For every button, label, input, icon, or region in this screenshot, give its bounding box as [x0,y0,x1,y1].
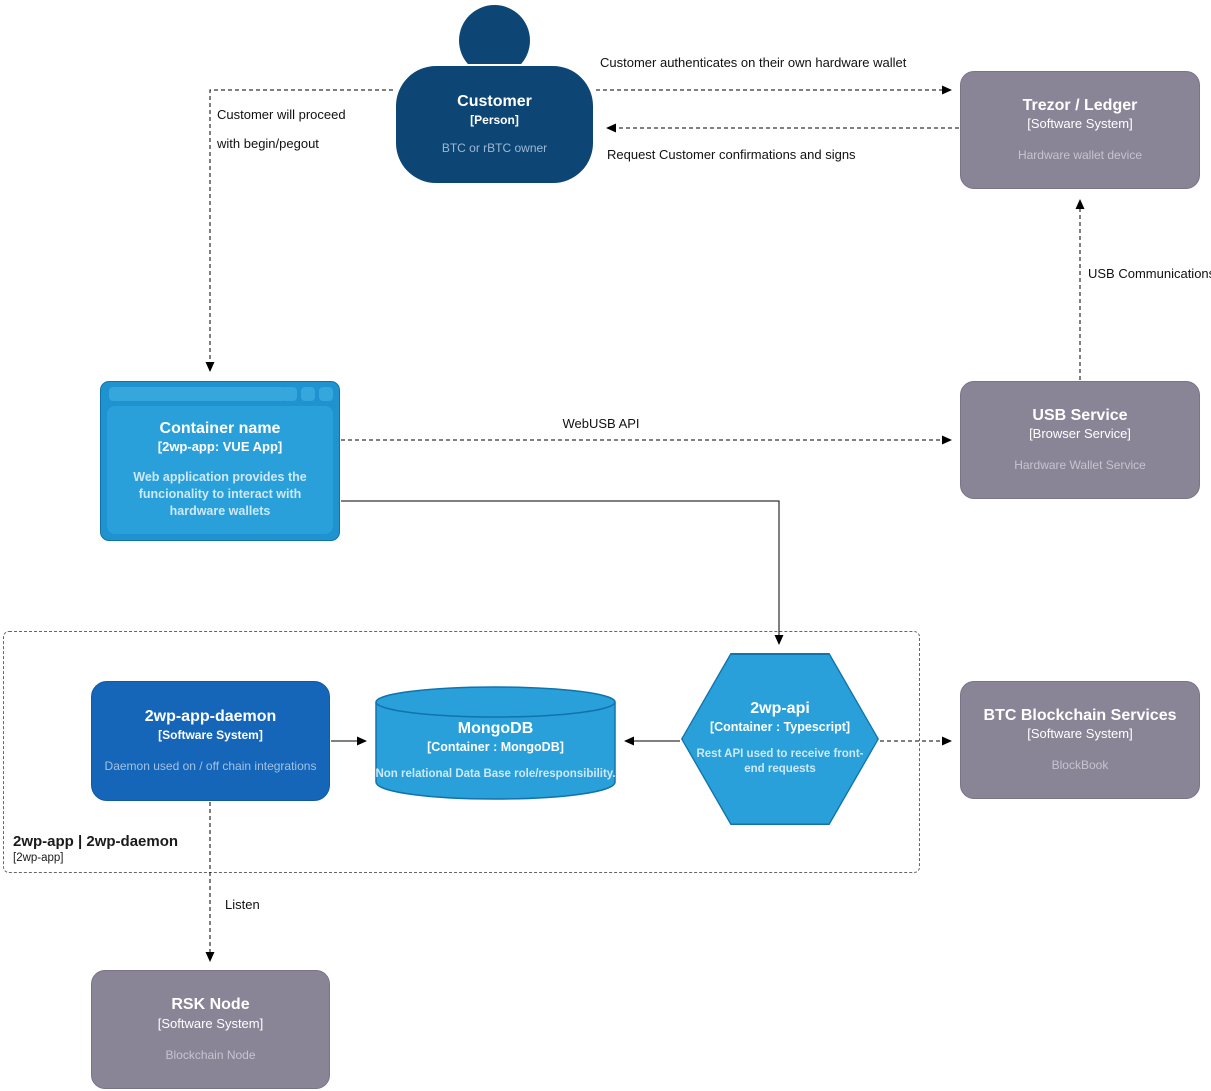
trezor-title: Trezor / Ledger [1022,96,1138,114]
daemon-meta: [Software System] [158,727,263,742]
btc-title: BTC Blockchain Services [983,706,1177,724]
customer-title: Customer [457,93,532,111]
customer-meta: [Person] [470,112,519,127]
api-meta: [Container : Typescript] [709,720,851,735]
trezor-desc: Hardware wallet device [1017,148,1143,163]
daemon-desc: Daemon used on / off chain integrations [104,758,317,773]
boundary-meta: [2wp-app] [13,852,64,864]
webapp-title: Container name [159,420,281,438]
edge-label-usb-comm: USB Communications [1088,266,1211,281]
webapp-desc: Web application provides the funcionalit… [133,470,307,519]
usb-service-meta: [Browser Service] [1029,426,1131,442]
mongodb-node[interactable]: MongoDB [Container : MongoDB] Non relati… [375,686,616,800]
webapp-panel: Container name [2wp-app: VUE App] Web ap… [107,406,333,534]
usb-service-desc: Hardware Wallet Service [1014,458,1146,473]
edge-label-request-sign: Request Customer confirmations and signs [607,147,856,162]
edge-label-proceed-2: with begin/pegout [217,136,319,151]
webapp-meta: [2wp-app: VUE App] [157,439,283,455]
btc-desc: BlockBook [1051,758,1109,773]
api-desc: Rest API used to receive front-end reque… [696,747,864,776]
usb-service-title: USB Service [1032,406,1128,424]
daemon-title: 2wp-app-daemon [144,708,277,726]
edge-label-authenticate: Customer authenticates on their own hard… [600,55,907,70]
browser-button-icon [301,387,315,401]
browser-button-icon [319,387,333,401]
hexagon-body: 2wp-api [Container : Typescript] Rest AP… [682,654,878,824]
edge-proceed-line [205,89,393,372]
customer-node[interactable]: Customer [Person] BTC or rBTC owner [394,64,595,185]
boundary-title: 2wp-app | 2wp-daemon [13,833,179,850]
browser-button-icon [283,387,297,401]
edge-label-webusb: WebUSB API [562,416,640,431]
edge-webapp-to-api-line [341,500,784,645]
boundary-label: 2wp-app | 2wp-daemon [2wp-app] [13,833,178,864]
customer-desc: BTC or rBTC owner [441,140,548,155]
api-node[interactable]: 2wp-api [Container : Typescript] Rest AP… [681,653,879,825]
mongodb-title: MongoDB [457,719,534,737]
btc-services-node[interactable]: BTC Blockchain Services [Software System… [960,681,1200,799]
browser-address-bar [109,387,287,401]
edge-label-listen: Listen [225,897,260,912]
daemon-node[interactable]: 2wp-app-daemon [Software System] Daemon … [91,681,330,801]
rsk-node[interactable]: RSK Node [Software System] Blockchain No… [91,970,330,1089]
trezor-ledger-node[interactable]: Trezor / Ledger [Software System] Hardwa… [960,71,1200,189]
trezor-meta: [Software System] [1027,116,1133,132]
webapp-node[interactable]: Container name [2wp-app: VUE App] Web ap… [100,381,340,541]
edge-label-proceed-1: Customer will proceed [217,107,346,122]
rsk-meta: [Software System] [157,1015,264,1031]
mongodb-text: MongoDB [Container : MongoDB] Non relati… [375,706,616,796]
api-title: 2wp-api [750,700,810,718]
mongodb-meta: [Container : MongoDB] [427,740,564,755]
rsk-desc: Blockchain Node [165,1047,256,1062]
cylinder-shape [375,686,616,800]
usb-service-node[interactable]: USB Service [Browser Service] Hardware W… [960,381,1200,499]
rsk-title: RSK Node [171,996,250,1014]
btc-meta: [Software System] [1027,726,1133,742]
mongodb-desc: Non relational Data Base role/responsibi… [375,767,616,780]
